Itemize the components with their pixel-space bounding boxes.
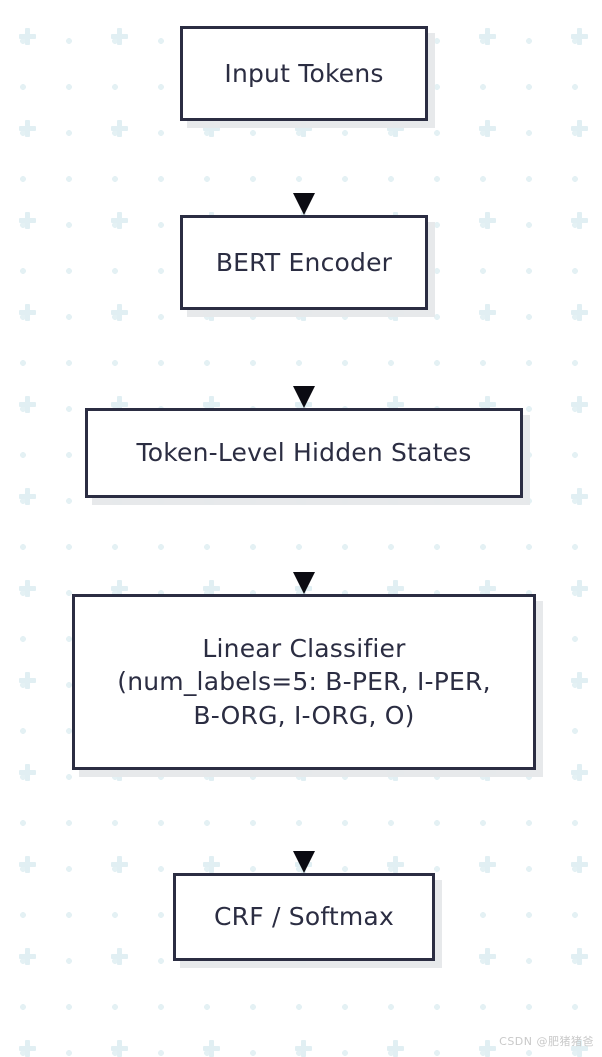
plus-mark-icon <box>111 28 128 45</box>
plus-mark-icon <box>387 120 404 137</box>
plus-mark-icon <box>571 120 588 137</box>
plus-mark-icon <box>387 1040 404 1057</box>
plus-mark-icon <box>295 1040 312 1057</box>
down-arrow-icon-hidden-to-classifier <box>292 498 316 594</box>
plus-mark-icon <box>19 304 36 321</box>
node-token-level-hidden-states[interactable]: Token-Level Hidden States <box>85 408 523 498</box>
down-arrow-icon-input-to-encoder <box>292 121 316 215</box>
plus-mark-icon <box>571 672 588 689</box>
arrow-head <box>293 193 315 215</box>
plus-mark-icon <box>479 1040 496 1057</box>
csdn-watermark: CSDN @肥猪猪爸 <box>499 1035 594 1048</box>
arrow-head <box>293 851 315 873</box>
plus-mark-icon <box>203 120 220 137</box>
plus-mark-icon <box>479 948 496 965</box>
plus-mark-icon <box>19 212 36 229</box>
plus-mark-icon <box>19 856 36 873</box>
down-arrow-icon-encoder-to-hidden <box>292 310 316 408</box>
plus-mark-icon <box>19 672 36 689</box>
plus-mark-icon <box>571 856 588 873</box>
plus-mark-icon <box>571 396 588 413</box>
arrow-head <box>293 386 315 408</box>
plus-mark-icon <box>203 1040 220 1057</box>
plus-mark-icon <box>295 120 312 137</box>
plus-mark-icon <box>571 304 588 321</box>
plus-mark-icon <box>479 304 496 321</box>
plus-mark-icon <box>19 396 36 413</box>
plus-mark-icon <box>295 856 312 873</box>
plus-mark-icon <box>19 764 36 781</box>
plus-mark-icon <box>571 580 588 597</box>
plus-mark-icon <box>111 304 128 321</box>
plus-mark-icon <box>111 120 128 137</box>
plus-mark-icon <box>387 856 404 873</box>
plus-mark-icon <box>571 488 588 505</box>
plus-mark-icon <box>571 212 588 229</box>
plus-mark-icon <box>19 120 36 137</box>
arrow-head <box>293 572 315 594</box>
node-bert-encoder[interactable]: BERT Encoder <box>180 215 428 310</box>
plus-mark-icon <box>111 948 128 965</box>
plus-mark-icon <box>479 28 496 45</box>
plus-mark-icon <box>111 1040 128 1057</box>
plus-mark-icon <box>19 28 36 45</box>
node-crf-softmax[interactable]: CRF / Softmax <box>173 873 435 961</box>
plus-mark-icon <box>19 488 36 505</box>
down-arrow-icon-classifier-to-crf <box>292 770 316 873</box>
plus-mark-icon <box>571 764 588 781</box>
plus-mark-icon <box>111 856 128 873</box>
plus-mark-icon <box>571 948 588 965</box>
plus-mark-icon <box>19 948 36 965</box>
plus-mark-icon <box>479 856 496 873</box>
plus-mark-icon <box>571 28 588 45</box>
plus-mark-icon <box>111 212 128 229</box>
plus-mark-icon <box>19 1040 36 1057</box>
plus-mark-icon <box>19 580 36 597</box>
plus-mark-icon <box>479 120 496 137</box>
plus-mark-icon <box>479 212 496 229</box>
node-input-tokens[interactable]: Input Tokens <box>180 26 428 121</box>
plus-mark-icon <box>203 856 220 873</box>
node-linear-classifier[interactable]: Linear Classifier (num_labels=5: B-PER, … <box>72 594 536 770</box>
